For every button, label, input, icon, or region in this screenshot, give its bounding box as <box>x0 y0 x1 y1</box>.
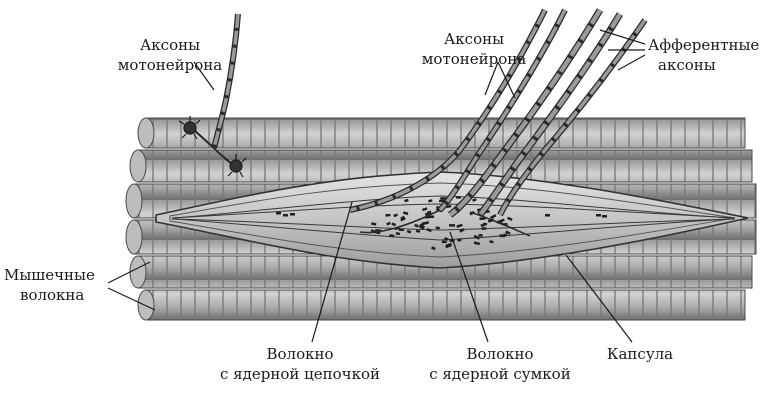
label-nuclear-bag-fiber: Волокно <box>466 345 533 363</box>
nucleus <box>429 215 435 218</box>
label-nuclear-bag-fiber-line2: с ядерной сумкой <box>429 365 570 383</box>
nucleus <box>441 240 447 244</box>
label-motor-axons-center: Аксоны <box>444 30 504 48</box>
nucleus <box>478 233 483 237</box>
nucleus <box>414 223 419 228</box>
nucleus <box>426 210 432 215</box>
muscle-fiber <box>137 289 746 321</box>
nucleus <box>276 212 281 215</box>
label-nuclear-chain-fiber-line2: с ядерной цепочкой <box>220 365 380 383</box>
muscle-fiber <box>137 117 746 149</box>
nucleus <box>481 227 487 230</box>
spindle-capsule <box>155 171 749 269</box>
nucleus <box>420 224 426 229</box>
nucleus <box>444 237 449 241</box>
nucleus <box>402 211 409 216</box>
nucleus <box>398 228 404 232</box>
nucleus <box>391 222 397 227</box>
label-motor-axons-left-line2: мотонейрона <box>118 56 223 74</box>
intrafusal-fibers <box>171 195 736 241</box>
nucleus <box>385 213 391 217</box>
nucleus <box>406 229 412 234</box>
nucleus <box>422 207 428 212</box>
nucleus <box>421 221 429 225</box>
nucleus <box>435 226 440 230</box>
nucleus <box>440 197 447 200</box>
nucleus <box>545 214 550 217</box>
nucleus <box>473 241 481 246</box>
label-nuclear-chain-fiber: Волокно <box>266 345 333 363</box>
nucleus <box>498 218 505 223</box>
nucleus <box>505 230 511 235</box>
motor-axon-left <box>178 13 247 178</box>
nucleus <box>472 198 477 202</box>
nucleus <box>431 246 436 251</box>
leader-lines <box>107 29 646 343</box>
nucleus <box>449 224 456 227</box>
nucleus <box>489 240 494 244</box>
label-afferent-axons-line2: аксоны <box>658 56 716 74</box>
label-muscle-fibers: Мышечные <box>4 266 95 284</box>
nucleus <box>596 214 601 217</box>
nucleus <box>395 232 401 236</box>
nucleus <box>393 213 398 218</box>
labels: Аксоны мотонейрона Аксоны мотонейрона Аф… <box>4 30 759 383</box>
nucleus <box>389 234 395 238</box>
nucleus <box>290 213 295 216</box>
nucleus <box>404 198 409 203</box>
nucleus <box>459 228 465 233</box>
label-muscle-fibers-line2: волокна <box>20 286 84 304</box>
nucleus <box>456 223 463 228</box>
nucleus <box>457 238 462 242</box>
nucleus <box>479 217 486 221</box>
nuclear-bag-nuclei <box>276 196 607 251</box>
nucleus <box>500 233 508 238</box>
nucleus <box>415 229 421 233</box>
nucleus <box>426 228 432 233</box>
label-capsule: Капсула <box>607 345 673 363</box>
nucleus <box>283 214 288 217</box>
label-afferent-axons: Афферентные <box>648 36 759 54</box>
nucleus <box>371 222 377 226</box>
nucleus <box>482 222 488 226</box>
nucleus <box>473 234 481 240</box>
nucleus <box>455 196 461 199</box>
spindle-nerve-bundle <box>349 8 648 237</box>
nucleus <box>400 216 406 222</box>
nucleus <box>445 243 452 249</box>
label-motor-axons-left: Аксоны <box>140 36 200 54</box>
motor-end-plate-icon <box>178 116 247 178</box>
label-motor-axons-center-line2: мотонейрона <box>422 50 527 68</box>
nucleus <box>602 215 607 218</box>
nucleus <box>386 221 391 226</box>
nucleus <box>428 199 433 203</box>
nucleus <box>507 216 513 221</box>
nucleus <box>490 214 497 220</box>
